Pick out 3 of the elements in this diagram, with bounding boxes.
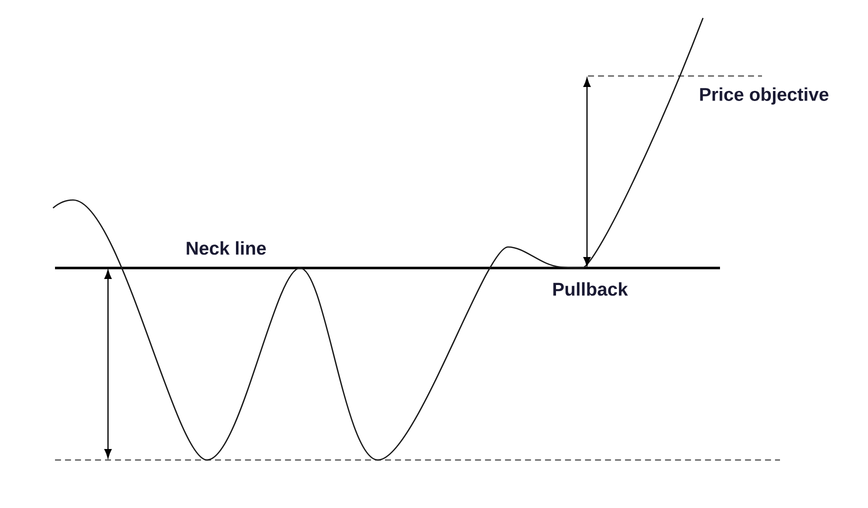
annotation: Neck line [186,241,266,255]
annotation: Pullback [553,282,628,296]
annotation: Price objective [700,87,828,105]
